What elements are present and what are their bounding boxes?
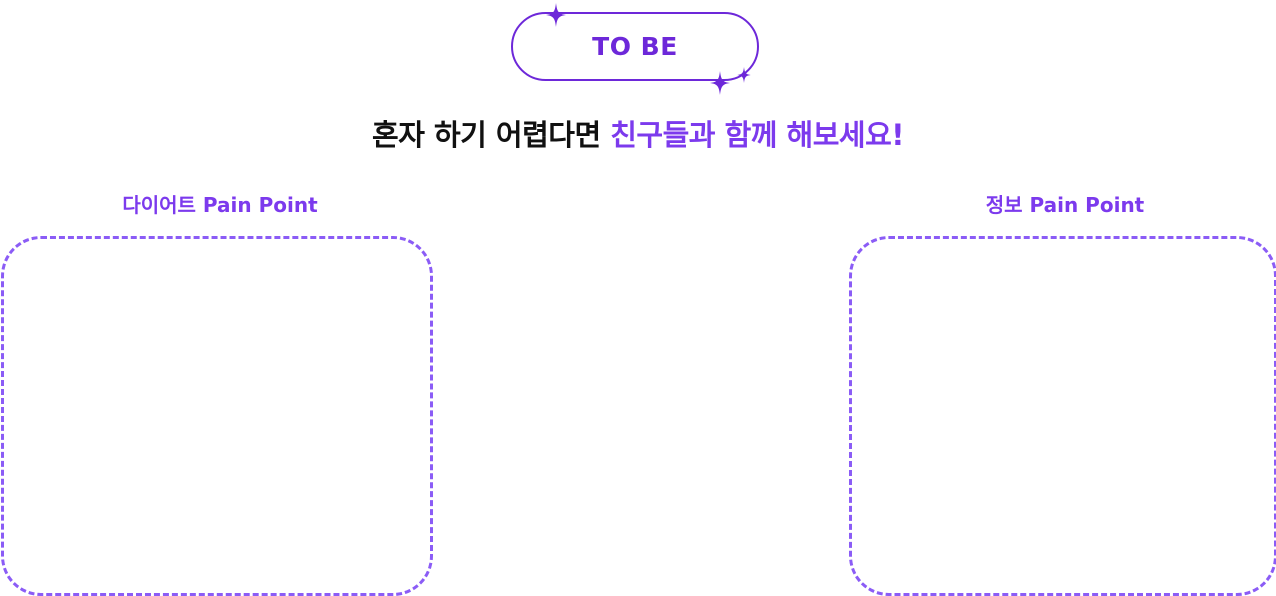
sparkle-icon bbox=[710, 71, 730, 95]
headline-accent: 친구들과 함께 해보세요! bbox=[610, 118, 904, 152]
page-headline: 혼자 하기 어렵다면 친구들과 함께 해보세요! bbox=[0, 112, 1276, 154]
to-be-badge-label: TO BE bbox=[592, 32, 678, 61]
info-pain-point-label: 정보 Pain Point bbox=[985, 193, 1145, 217]
diet-pain-point-box bbox=[1, 236, 433, 596]
to-be-badge: TO BE bbox=[511, 12, 759, 81]
diet-pain-point-label: 다이어트 Pain Point bbox=[122, 193, 318, 217]
sparkle-icon bbox=[737, 67, 751, 83]
headline-prefix: 혼자 하기 어렵다면 bbox=[372, 118, 611, 152]
info-pain-point-box bbox=[849, 236, 1276, 596]
sparkle-icon bbox=[546, 3, 566, 27]
to-be-badge-wrapper: TO BE bbox=[510, 3, 762, 95]
